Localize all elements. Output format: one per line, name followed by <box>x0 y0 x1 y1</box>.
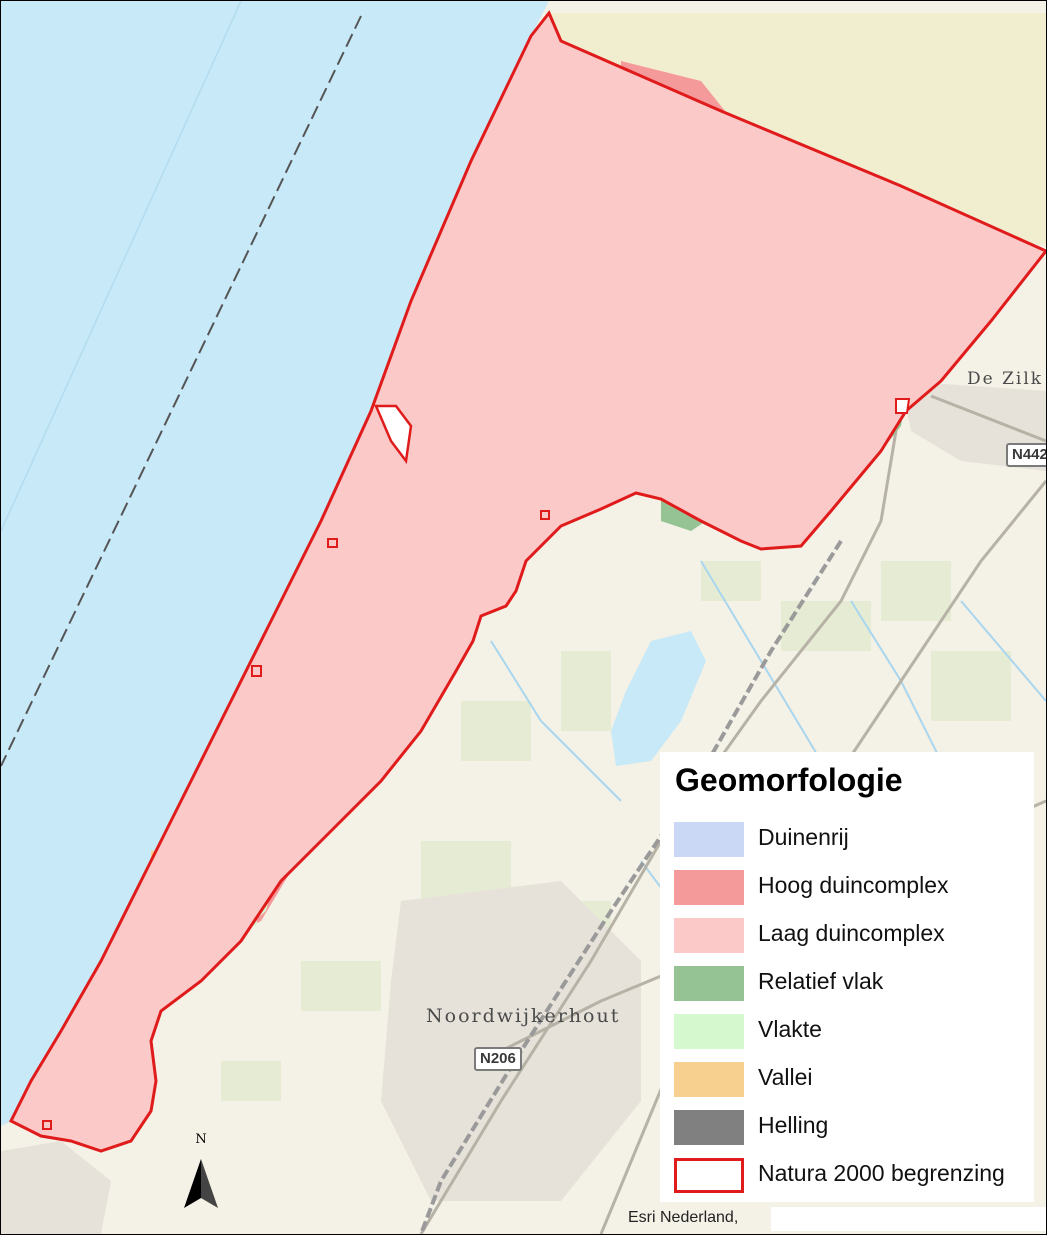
legend-swatch-relatief-vlak <box>674 966 744 1001</box>
maritime-boundary <box>1 15 362 767</box>
excluded-enclave <box>374 404 413 465</box>
place-label-de-zilk: De Zilk <box>967 369 1044 389</box>
legend-label: Vlakte <box>758 1016 822 1042</box>
legend-label: Relatief vlak <box>758 968 884 994</box>
legend-label: Natura 2000 begrenzing <box>758 1160 1005 1186</box>
excluded-enclave <box>327 538 338 548</box>
excluded-enclave <box>540 510 550 520</box>
north-arrow-label: N <box>195 1132 207 1147</box>
estate-area <box>549 13 1046 246</box>
road-shield-n442: N442 <box>1006 443 1046 467</box>
legend-label: Duinenrij <box>758 824 849 850</box>
sw-urban <box>1 1141 111 1234</box>
credit-background <box>771 1207 1046 1231</box>
legend-swatch-duinenrij <box>674 822 744 857</box>
map-legend: Geomorfologie Duinenrij Hoog duincomplex… <box>660 752 1034 1202</box>
noordwijkerhout-urban <box>381 881 641 1201</box>
legend-swatch-natura-2000 <box>674 1158 744 1193</box>
north-arrow-icon <box>184 1159 218 1208</box>
road-shield-n206: N206 <box>474 1047 522 1071</box>
place-label-noordwijkerhout: Noordwijkerhout <box>426 1005 621 1027</box>
lake <box>611 631 706 766</box>
legend-swatch-vallei <box>674 1062 744 1097</box>
excluded-enclave <box>251 665 262 677</box>
legend-title: Geomorfologie <box>675 762 903 798</box>
legend-label: Helling <box>758 1112 829 1138</box>
railway <box>419 539 843 1234</box>
legend-label: Hoog duincomplex <box>758 872 949 898</box>
legend-swatch-hoog-duincomplex <box>674 870 744 905</box>
excluded-enclave <box>895 398 911 414</box>
excluded-enclave <box>42 1120 52 1130</box>
legend-swatch-vlakte <box>674 1014 744 1049</box>
legend-swatch-laag-duincomplex <box>674 918 744 953</box>
north-sea <box>1 1 549 1126</box>
legend-label: Vallei <box>758 1064 813 1090</box>
legend-swatch-helling <box>674 1110 744 1145</box>
depth-contour <box>1 1 242 532</box>
attribution-credit: Esri Nederland, <box>628 1209 739 1226</box>
legend-label: Laag duincomplex <box>758 920 945 946</box>
